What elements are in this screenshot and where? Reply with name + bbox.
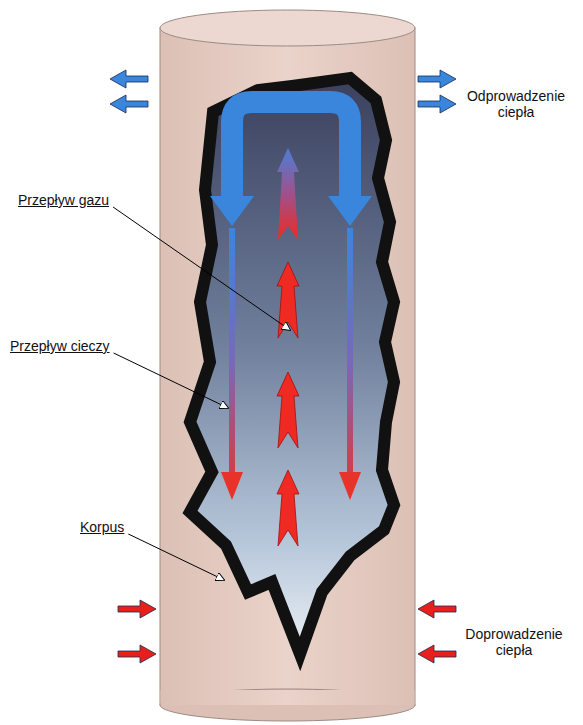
heat-arrow [118, 645, 156, 663]
gas-flow-arrow [277, 372, 299, 448]
liquid-flow-head [221, 472, 243, 500]
heat-arrows [110, 70, 456, 663]
heat-in-label: Doprowadzenie ciepła [456, 626, 572, 658]
liquid-flow-head [339, 472, 361, 500]
part-label: Przepływ cieczy [10, 338, 110, 354]
return-arc-head [210, 196, 254, 226]
part-label: Korpus [80, 519, 124, 535]
part-label: Przepływ gazu [18, 192, 109, 208]
cutaway-interior [190, 78, 394, 654]
pipe-body [160, 28, 415, 705]
heat-out-label: Odprowadzenie ciepła [462, 88, 570, 120]
leader-line [113, 207, 290, 330]
heat-arrow [418, 70, 456, 88]
pipe-top [160, 10, 415, 46]
pipe-body-fill [161, 690, 415, 705]
heat-arrow [110, 95, 148, 113]
return-arc-head [328, 196, 372, 226]
gas-flow-arrow [277, 148, 299, 240]
gas-flow-arrow [277, 262, 299, 338]
pipe-bottom [160, 689, 415, 721]
leader-line [114, 353, 228, 408]
heat-arrow [418, 645, 456, 663]
heat-arrow [110, 70, 148, 88]
gas-flow-arrow [277, 470, 299, 546]
gas-flow-arrows [277, 262, 299, 546]
liquid-flow-line [347, 228, 353, 474]
heat-arrow [418, 95, 456, 113]
heat-arrow [418, 600, 456, 618]
leader-line [128, 534, 224, 580]
heat-arrow [118, 600, 156, 618]
liquid-flow-line [229, 228, 235, 474]
